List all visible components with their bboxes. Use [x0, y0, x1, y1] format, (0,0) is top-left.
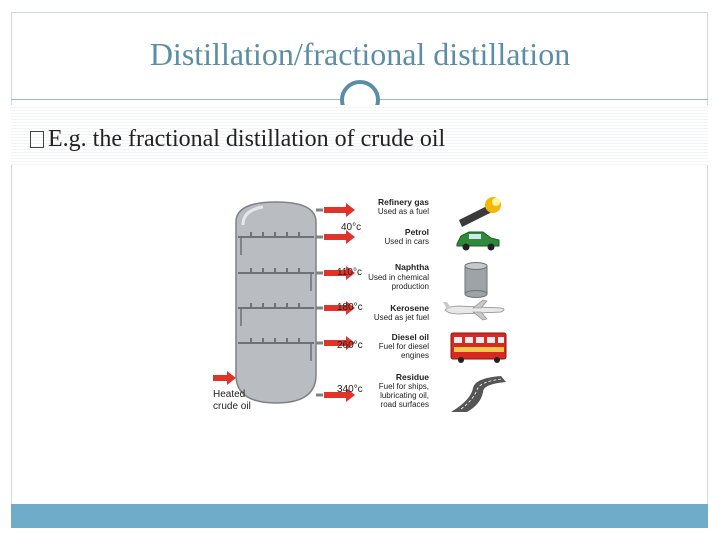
temp-label: 40°c	[341, 222, 361, 233]
road-icon	[451, 376, 506, 412]
bubble-caps	[250, 338, 300, 343]
bubble-caps	[250, 232, 300, 237]
fraction-use: road surfaces	[381, 400, 429, 409]
bus-icon	[450, 332, 507, 363]
bullet-text: E.g. the fractional distillation of crud…	[48, 126, 446, 152]
fraction-name: Kerosene	[390, 303, 429, 313]
inlet-arrow-icon	[213, 371, 236, 385]
fraction-use: Fuel for diesel	[379, 342, 429, 351]
flame-icon	[459, 197, 501, 227]
bubble-caps	[250, 268, 300, 273]
airplane-icon	[443, 299, 505, 321]
arrow-icon	[324, 230, 355, 244]
drum-icon	[464, 262, 488, 298]
temp-label: 110°c	[337, 267, 362, 278]
arrow-icon	[324, 388, 355, 402]
fraction-use: Used in cars	[385, 237, 429, 246]
fraction-name: Residue	[396, 372, 429, 382]
fraction-name: Refinery gas	[378, 197, 429, 207]
inlet-label-1: Heated	[213, 389, 245, 400]
car-icon	[456, 231, 500, 251]
temp-label: 340°c	[337, 384, 363, 395]
arrow-icon	[324, 336, 355, 350]
inlet-label-2: crude oil	[213, 401, 251, 412]
fraction-use: lubricating oil,	[380, 391, 429, 400]
fraction-name: Diesel oil	[392, 332, 429, 342]
fraction-use: production	[392, 282, 429, 291]
fraction-use: engines	[401, 351, 429, 360]
bullet-box-icon	[30, 131, 44, 148]
bubble-caps	[250, 303, 300, 308]
fraction-name: Petrol	[405, 227, 429, 237]
column-highlight	[241, 205, 264, 226]
arrow-icon	[324, 301, 355, 315]
arrow-icon	[324, 266, 355, 280]
bullet-band	[11, 105, 708, 165]
fractional-distillation-diagram: Heated crude oil 40°c 110°c 180°c 260°c …	[211, 190, 509, 416]
fraction-use: Used in chemical	[368, 273, 429, 282]
downcomers	[240, 237, 312, 361]
fraction-use: Used as jet fuel	[374, 313, 429, 322]
slide-title: Distillation/fractional distillation	[149, 36, 571, 72]
temp-label: 180°c	[337, 302, 363, 313]
footer-bar	[11, 504, 708, 528]
fraction-arrows	[213, 203, 355, 402]
bullet-item: E.g. the fractional distillation of crud…	[30, 126, 445, 153]
arrow-icon	[324, 203, 355, 217]
fraction-use: Used as a fuel	[378, 207, 429, 216]
temp-label: 260°c	[337, 340, 363, 351]
fraction-name: Naphtha	[395, 262, 429, 272]
distillation-column	[235, 201, 317, 404]
fraction-use: Fuel for ships,	[379, 382, 429, 391]
outlet-pipes	[316, 208, 323, 397]
column-trays	[238, 232, 314, 361]
